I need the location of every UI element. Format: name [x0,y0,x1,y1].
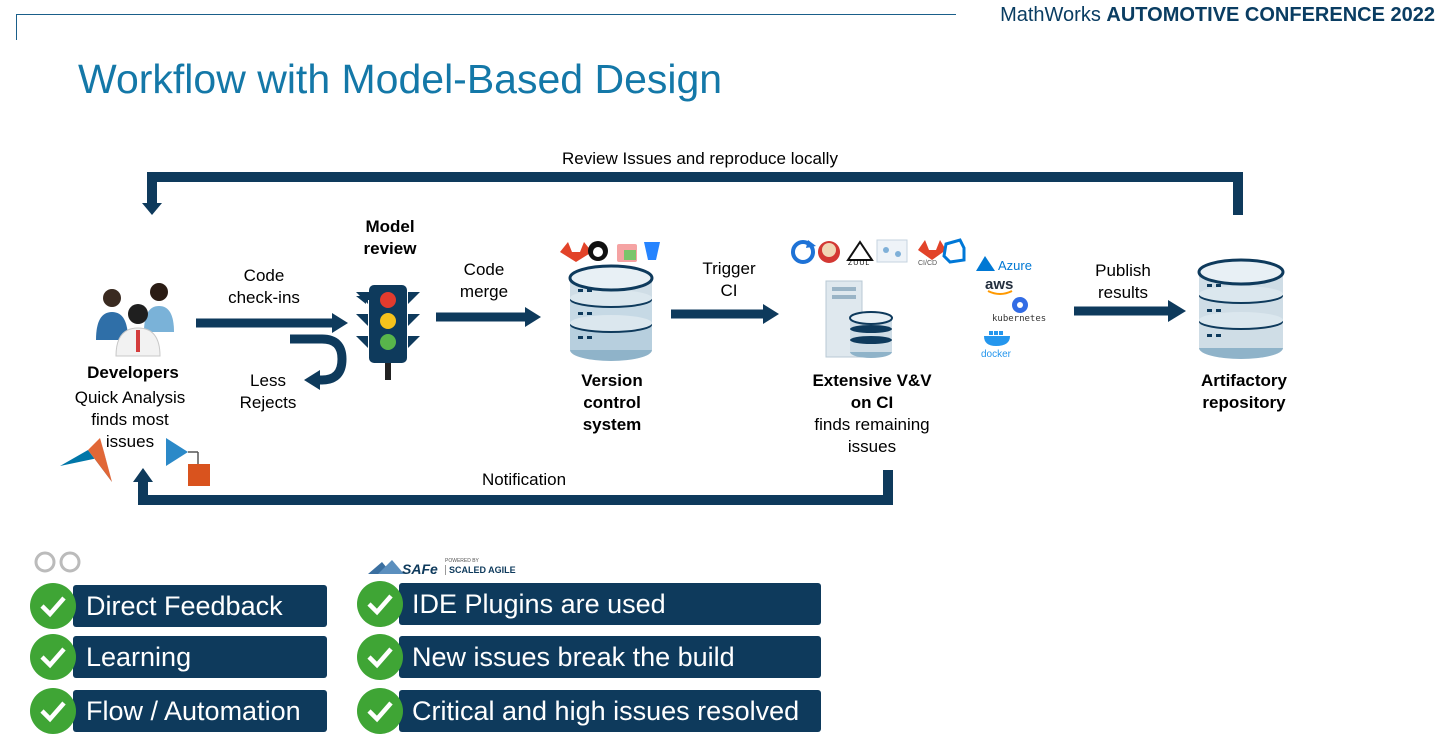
traffic-light-icon [356,285,420,380]
less-rejects-label-1: Less [250,371,286,390]
developers-title: Developers [87,363,179,382]
azure-icon [976,256,995,271]
safe-logo-icon [368,560,404,574]
header-rule-tick [16,14,17,40]
safe-scaled-agile: SCALED AGILE [445,565,516,575]
check-icon [30,583,76,629]
check-icon [357,688,403,734]
review-loop-arrowhead [142,203,162,215]
right-item-2: Critical and high issues resolved [399,690,821,732]
check-icon [357,581,403,627]
developers-sub2: finds most [91,410,169,429]
code-merge-label-1: Code [463,260,505,279]
developers-people-icon [96,283,174,357]
developers-sub3: issues [105,432,155,451]
notification-label: Notification [481,470,567,489]
check-icon [357,634,403,680]
gitlab-ci-text: CI/CD [918,260,938,267]
header-rule [16,14,956,15]
developers-sub1: Quick Analysis [74,388,186,407]
aws-smile-icon [987,290,1013,295]
bitbucket-icon [644,242,660,260]
loop-logo-icon [34,551,81,573]
artifactory-database-icon [1197,258,1285,359]
aws-text: aws [985,276,1014,293]
conference-brand: MathWorks [1000,4,1101,26]
right-item-1: New issues break the build [399,636,821,678]
trigger-ci-label-1: Trigger [702,259,756,278]
ci-server-icon [825,280,893,358]
vv-label-1: Extensive V&V [812,371,932,390]
left-item-0: Direct Feedback [73,585,327,627]
zuul-icon [846,240,874,261]
notification-loop-arrowhead [133,468,153,482]
refresh-icon [791,240,816,264]
code-checkins-label-1: Code [243,266,285,285]
reject-arrowhead [304,370,320,390]
docker-icon [984,331,1010,346]
safe-powered-by: POWERED BY [445,558,479,564]
zuul-text: ZUUL [848,260,871,267]
model-review-label-2: review [363,239,417,258]
docker-text: docker [981,349,1012,360]
code-checkins-label-2: check-ins [228,288,300,307]
less-rejects-label-2: Rejects [239,393,297,412]
publish-arrowhead [1168,300,1186,322]
publish-label-2: results [1097,283,1149,302]
review-loop-label: Review Issues and reproduce locally [562,149,838,168]
safe-logo-text: SAFe [402,561,438,577]
vv-label-4: issues [847,437,897,456]
model-review-label-1: Model [365,217,415,236]
pipeline-icon [876,239,908,263]
left-item-1: Learning [73,636,327,678]
notification-loop-arrow [138,470,893,505]
artifactory-label-1: Artifactory [1201,371,1287,390]
right-item-0: IDE Plugins are used [399,583,821,625]
page-title: Workflow with Model-Based Design [78,56,723,102]
publish-label-1: Publish [1095,261,1151,280]
trigger-arrowhead [763,304,779,324]
merge-arrowhead [525,307,541,327]
matlab-logo-icon [60,438,112,482]
artifactory-label-2: repository [1202,393,1286,412]
checkin-arrowhead [332,313,348,333]
check-icon [30,634,76,680]
trigger-ci-label-2: CI [720,281,738,300]
github-icon [588,241,608,261]
review-loop-arrow [147,172,1243,215]
jenkins-icon [818,241,840,263]
code-merge-label-2: merge [459,282,509,301]
azure-text: Azure [998,258,1032,273]
check-icon [30,688,76,734]
gitlab-icon [560,242,592,262]
simulink-logo-icon [166,438,210,486]
conference-header: MathWorks AUTOMOTIVE CONFERENCE 2022 [1000,4,1435,27]
vv-label-3: finds remaining [814,415,930,434]
version-control-database-icon [568,264,654,361]
gerrit-icon [617,244,637,262]
kubernetes-text: kubernetes [992,314,1047,324]
kubernetes-icon [1012,297,1028,313]
azure-devops-icon [942,238,966,264]
conference-name: AUTOMOTIVE CONFERENCE 2022 [1106,4,1435,26]
vcs-label-3: system [582,415,642,434]
gitlab-ci-icon [918,240,946,260]
vv-label-2: on CI [850,393,894,412]
reject-arrow [290,334,347,385]
left-item-2: Flow / Automation [73,690,327,732]
vcs-label-2: control [583,393,641,412]
vcs-label-1: Version [581,371,643,390]
